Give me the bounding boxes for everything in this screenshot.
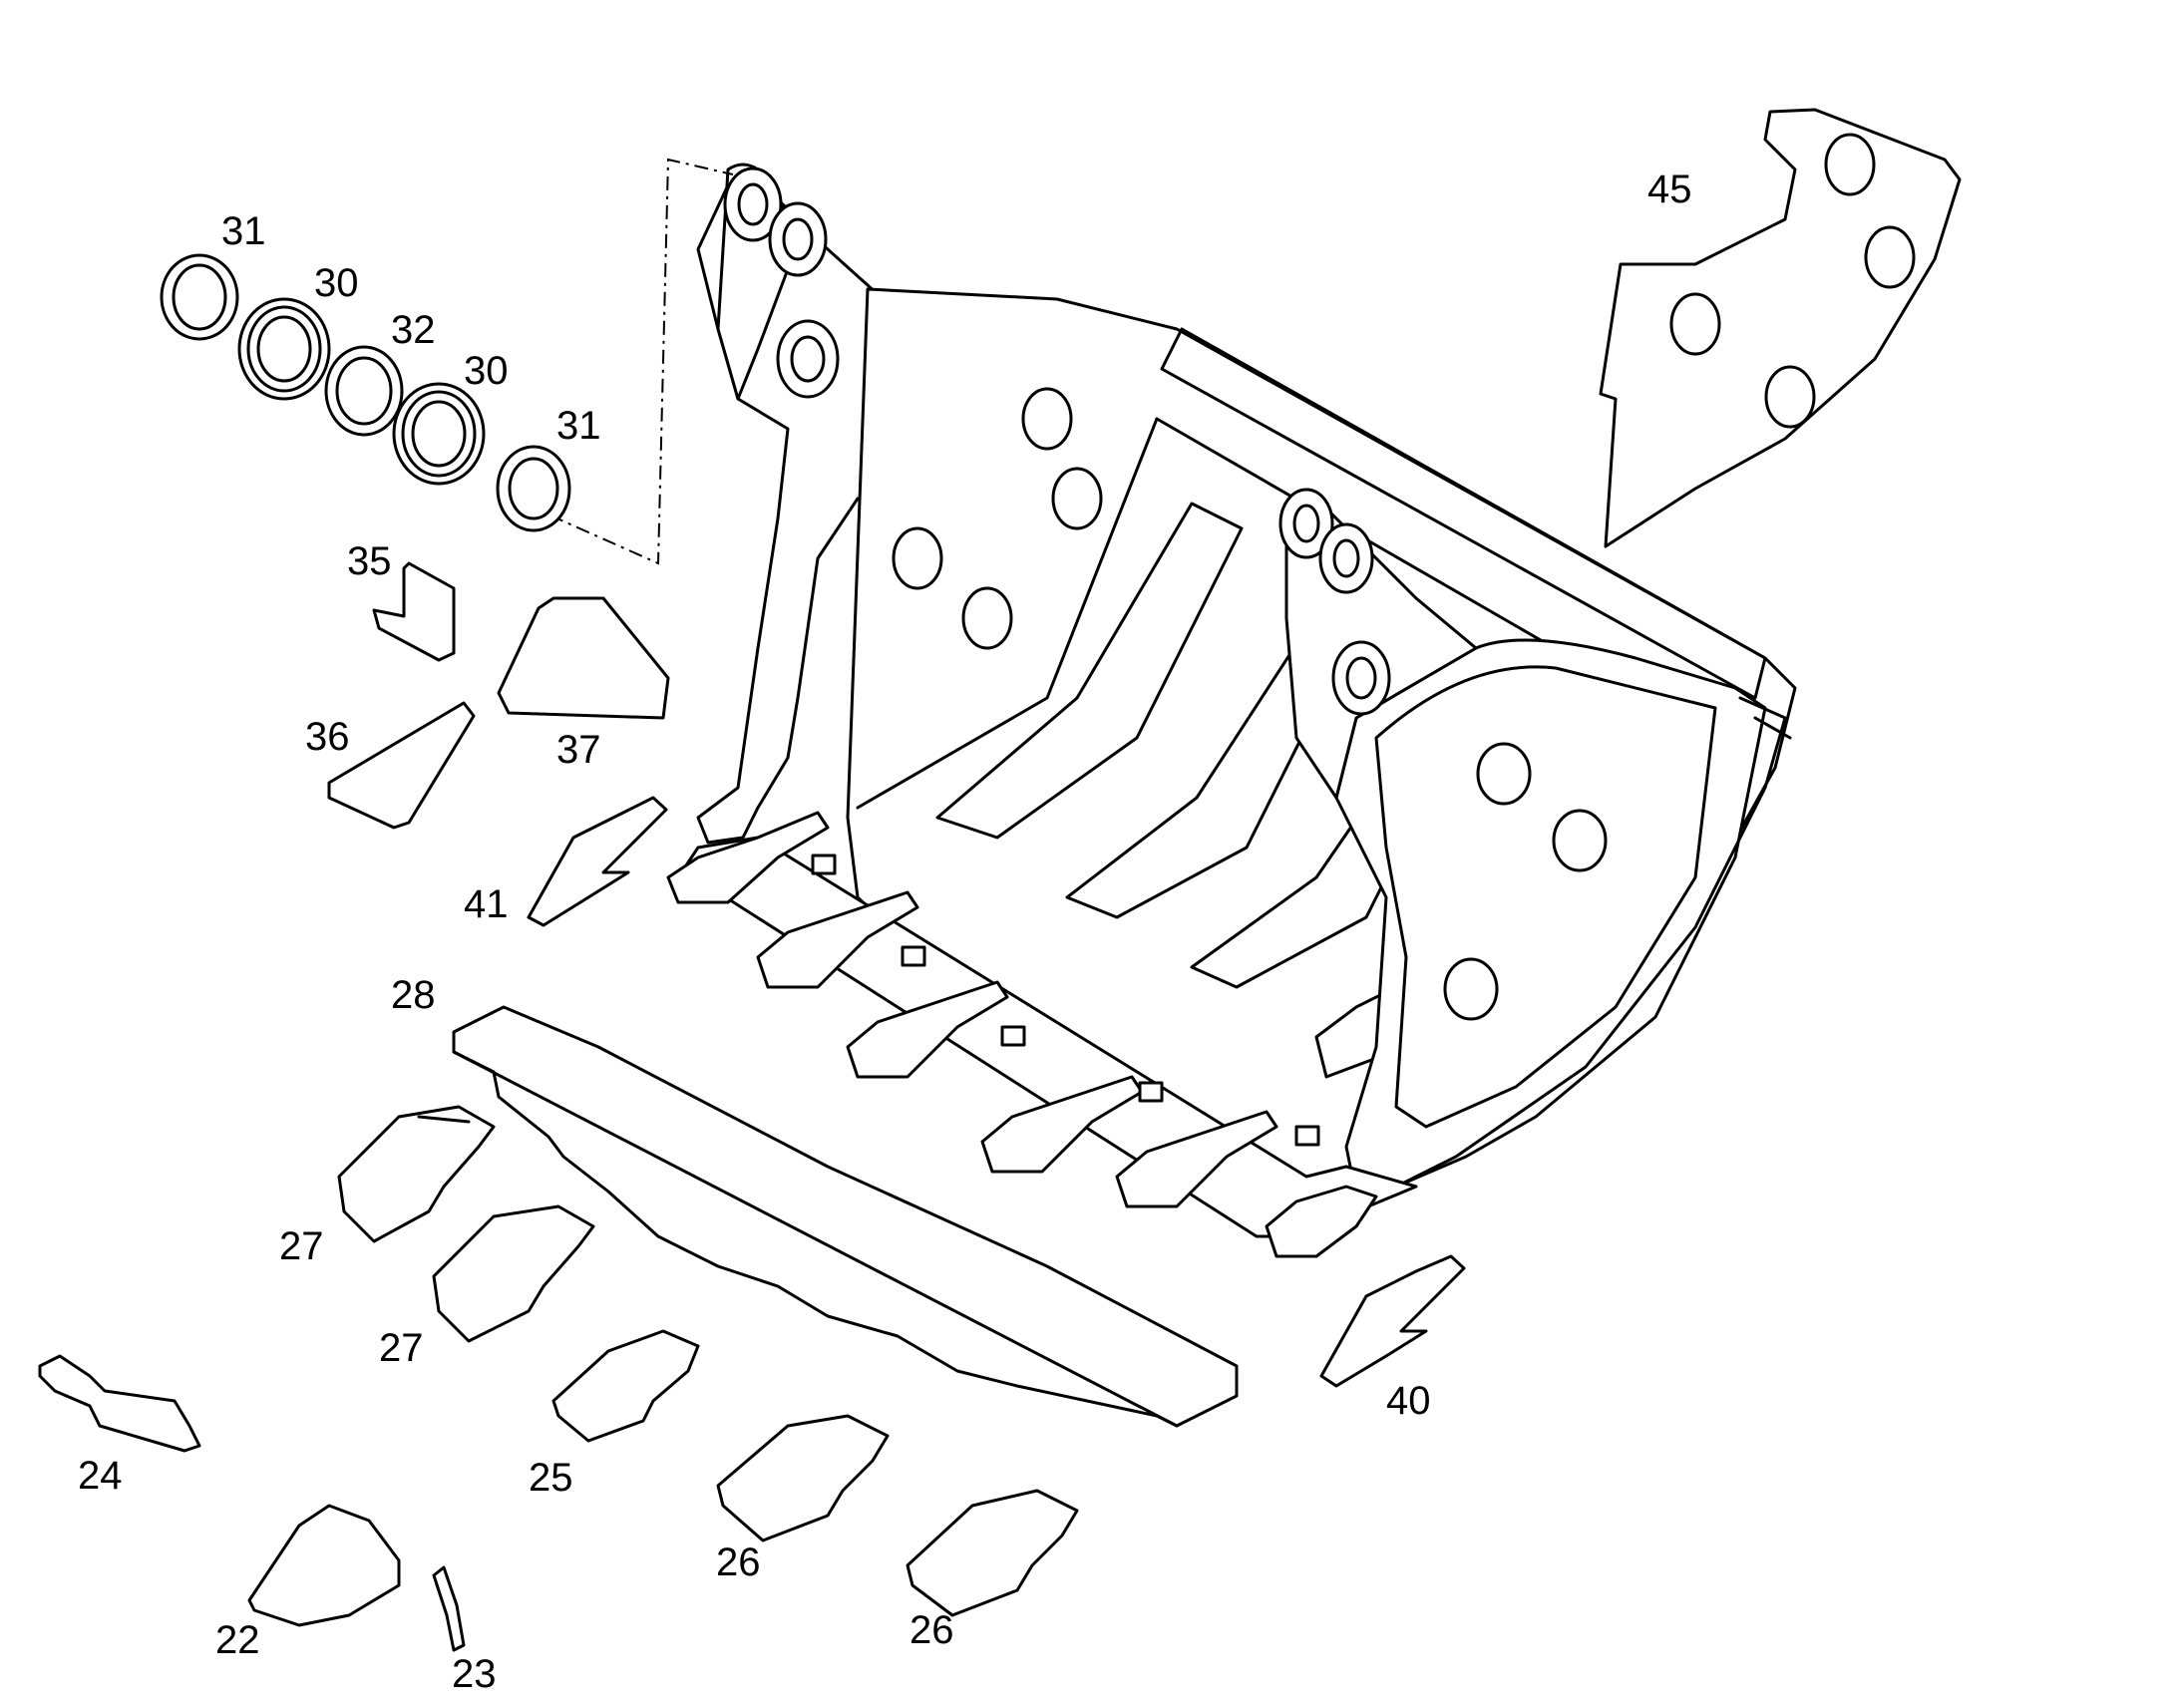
part-28-edge-line	[452, 1050, 1179, 1428]
callout-25: 25	[529, 1456, 573, 1500]
pin-hole-right-lower	[1345, 656, 1377, 700]
part-26-tooth-adapter-b	[906, 1489, 1079, 1617]
bucket-tooth-2	[756, 890, 919, 989]
bucket-tooth-5	[1115, 1110, 1278, 1208]
callout-26-a: 26	[716, 1540, 761, 1584]
wear-strip-1	[935, 502, 1244, 840]
left-plate-hole-4	[961, 586, 1013, 650]
callout-31-lower: 31	[556, 404, 601, 448]
bucket-right-edge-band	[1374, 696, 1787, 1198]
left-plate-hole-1	[1021, 387, 1073, 451]
bucket-top-rim	[1160, 327, 1767, 700]
part-36-triangle-plate	[327, 701, 476, 830]
callout-35: 35	[347, 539, 392, 583]
part-32-ring	[324, 345, 404, 437]
pin-hole-left-inner	[782, 217, 814, 261]
bucket-tooth-3	[846, 980, 1009, 1079]
bucket-right-side-plate	[1334, 638, 1767, 1198]
callout-22: 22	[215, 1618, 260, 1662]
bucket-inner-divider	[856, 417, 1159, 810]
part-22-tooth-tip	[247, 1504, 401, 1627]
callout-30-upper: 30	[314, 261, 359, 305]
bucket-assembly	[666, 163, 1797, 1258]
callout-40: 40	[1386, 1379, 1431, 1423]
callout-24: 24	[78, 1454, 123, 1498]
callout-41: 41	[464, 882, 509, 926]
part-28-cutting-edge	[452, 1005, 1239, 1428]
adapter-pin-1	[811, 854, 837, 875]
part-26-tooth-adapter-a	[716, 1414, 890, 1542]
bucket-tooth-1	[666, 811, 830, 904]
part-30-bushing-lower	[392, 382, 486, 486]
part-45-side-wear-plate	[1599, 108, 1962, 548]
bucket-right-plate-inner	[1374, 665, 1717, 1129]
callout-30-lower: 30	[464, 349, 509, 393]
part-37-gusset	[497, 596, 670, 720]
pin-hole-right-inner	[1332, 538, 1360, 578]
callout-31-upper: 31	[221, 209, 266, 253]
callout-23: 23	[452, 1652, 497, 1696]
callout-labels: 31 30 32 30 31 45 35 37 36 41 28 27 27 2…	[78, 168, 1692, 1696]
bucket-edge-detail	[1753, 716, 1792, 740]
part-27-tooth-adapter-a	[337, 1105, 496, 1243]
part-35-l-bracket	[372, 561, 456, 662]
part-41-side-cutter	[527, 796, 668, 927]
part-40-side-cutter	[1319, 1254, 1466, 1388]
pin-hole-left-outer	[737, 182, 769, 226]
callout-32: 32	[391, 308, 436, 352]
left-plate-hole-3	[892, 526, 943, 590]
bucket-teeth-row	[666, 811, 1378, 1258]
part-23-retainer-clip	[432, 1565, 466, 1652]
pin-hole-left-lower	[790, 335, 826, 383]
side-plate-hole-3	[1443, 957, 1499, 1021]
side-plate-hole-2	[1552, 809, 1608, 872]
adapter-pin-3	[1000, 1025, 1026, 1047]
bushing-leader-line	[523, 158, 734, 565]
part-30-bushing-upper	[237, 297, 331, 401]
callout-26-b: 26	[909, 1608, 954, 1652]
callout-36: 36	[305, 715, 350, 759]
part-31-ring-lower	[496, 445, 571, 532]
pin-hole-right-outer	[1292, 504, 1320, 543]
side-plate-hole-1	[1476, 742, 1532, 806]
adapter-pin-2	[901, 945, 926, 967]
callout-28: 28	[391, 973, 436, 1017]
part-24-retainer-pin	[38, 1354, 201, 1453]
left-plate-hole-2	[1051, 467, 1103, 530]
callout-27-a: 27	[279, 1224, 324, 1268]
part-25-tooth-adapter	[551, 1329, 700, 1443]
callout-37: 37	[556, 728, 601, 772]
bucket-tooth-6	[1265, 1185, 1378, 1258]
adapter-pin-4	[1138, 1081, 1164, 1103]
adapter-pin-5	[1294, 1125, 1320, 1147]
callout-27-b: 27	[379, 1326, 424, 1370]
callout-45: 45	[1647, 168, 1692, 211]
part-31-ring-upper	[160, 253, 239, 341]
part-27-tooth-adapter-b	[432, 1204, 595, 1343]
